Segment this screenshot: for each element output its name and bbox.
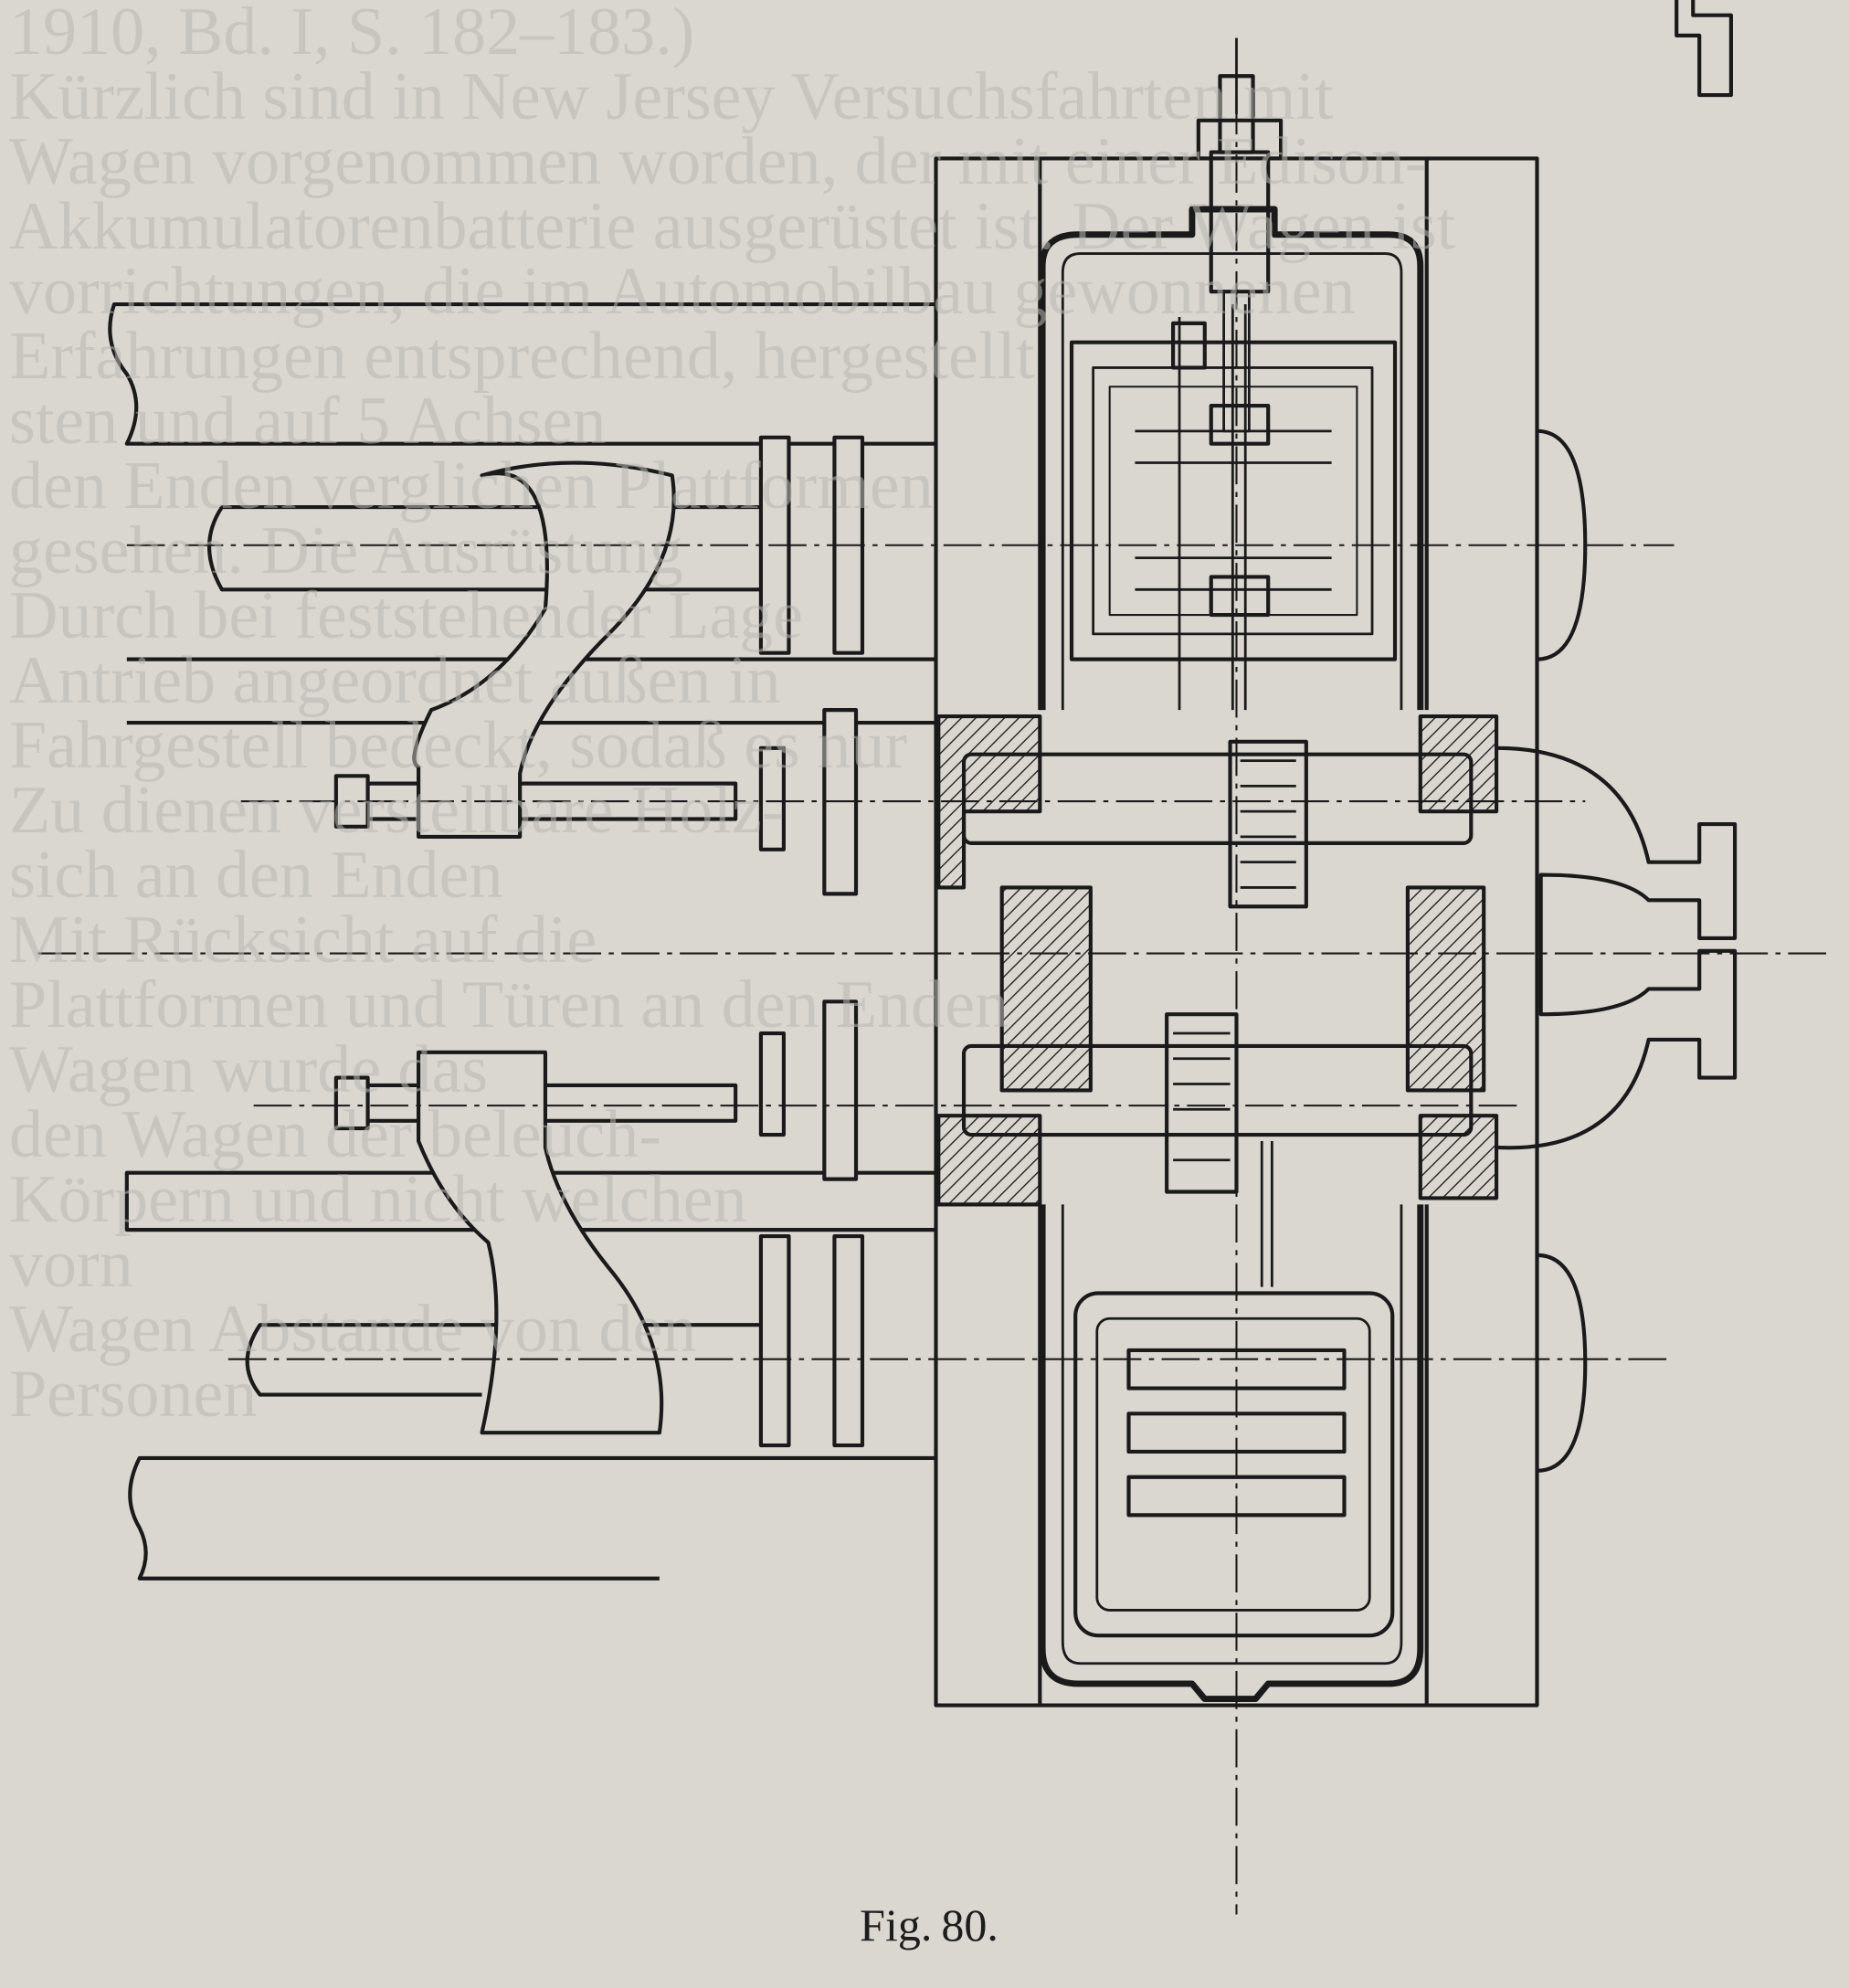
top-spindle bbox=[1196, 37, 1284, 433]
flanges bbox=[758, 435, 865, 1448]
figure-number: 80. bbox=[941, 1899, 998, 1951]
central-gear-housing bbox=[936, 714, 1499, 1207]
lower-motor-casing bbox=[1039, 1140, 1424, 1703]
upper-motor-casing bbox=[1039, 206, 1424, 711]
figure-label: Fig. bbox=[860, 1899, 933, 1951]
center-lines bbox=[37, 37, 1827, 1915]
suspension-arms bbox=[412, 460, 676, 1435]
axle-shafts bbox=[207, 505, 761, 1397]
top-right-fragment bbox=[1675, 0, 1733, 98]
right-side-fittings bbox=[1495, 428, 1738, 1473]
figure-caption: Fig.80. bbox=[0, 1898, 1849, 1951]
